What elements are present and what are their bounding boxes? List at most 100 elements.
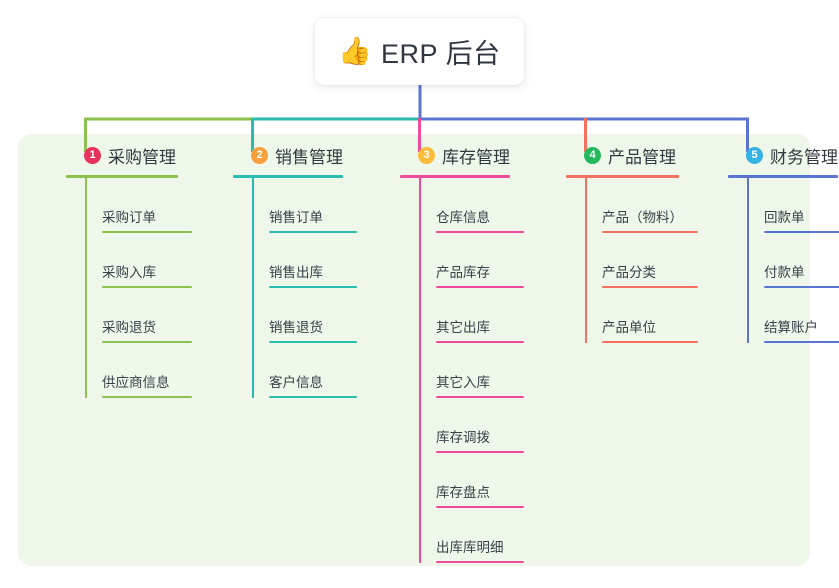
leaf-item-label: 其它入库 (436, 375, 490, 390)
leaf-item-label: 采购入库 (102, 265, 156, 280)
leaf-item-rule (436, 561, 524, 563)
leaf-item-label: 采购退货 (102, 320, 156, 335)
branch-badge-5: 5 (746, 146, 763, 164)
branch-badge-4: 4 (584, 146, 601, 164)
branch-title-5: 财务管理 (770, 147, 838, 167)
leaf-item[interactable]: 仓库信息 (419, 178, 524, 233)
branch-header-3[interactable]: 3 库存管理 (400, 142, 524, 168)
branch-column-2: 2 销售管理销售订单销售出库销售退货客户信息 (233, 142, 357, 398)
leaf-item-rule (102, 286, 192, 288)
leaf-item-label: 产品库存 (436, 265, 490, 280)
leaf-item-label: 采购订单 (102, 210, 156, 225)
leaf-item[interactable]: 出库库明细 (419, 508, 524, 563)
branch-leaf-list: 回款单付款单结算账户 (747, 178, 839, 343)
leaf-item-rule (436, 341, 524, 343)
leaf-item-rule (102, 341, 192, 343)
leaf-item-rule (602, 231, 698, 233)
branch-title-4: 产品管理 (608, 147, 676, 167)
leaf-item-label: 销售出库 (269, 265, 323, 280)
leaf-item-rule (436, 451, 524, 453)
branch-header-rule (66, 175, 178, 178)
leaf-item-rule (436, 396, 524, 398)
branch-title-2: 销售管理 (275, 147, 343, 167)
leaf-item[interactable]: 产品（物料） (585, 178, 698, 233)
branch-leaf-list: 产品（物料） 产品分类产品单位 (585, 178, 698, 343)
leaf-item[interactable]: 采购退货 (85, 288, 192, 343)
leaf-item[interactable]: 库存盘点 (419, 453, 524, 508)
branch-title-3: 库存管理 (442, 147, 510, 167)
branch-spine (585, 178, 587, 343)
branch-leaf-list: 仓库信息产品库存其它出库其它入库库存调拨库存盘点出库库明细 (419, 178, 524, 563)
leaf-item-rule (602, 286, 698, 288)
leaf-item[interactable]: 采购入库 (85, 233, 192, 288)
branch-header-1[interactable]: 1 采购管理 (66, 142, 192, 168)
branch-column-3: 3 库存管理仓库信息产品库存其它出库其它入库库存调拨库存盘点出库库明细 (400, 142, 524, 563)
branch-badge-1: 1 (84, 146, 101, 164)
leaf-item-label: 销售订单 (269, 210, 323, 225)
leaf-item-rule (102, 396, 192, 398)
branch-spine (252, 178, 254, 398)
leaf-item-label: 付款单 (764, 265, 805, 280)
branch-title-1: 采购管理 (108, 147, 176, 167)
leaf-item-rule (602, 341, 698, 343)
leaf-item[interactable]: 客户信息 (252, 343, 357, 398)
leaf-item-label: 出库库明细 (436, 540, 504, 555)
diagram-panel (18, 134, 810, 566)
branch-header-rule (233, 175, 343, 178)
root-node[interactable]: 👍 ERP 后台 (315, 18, 524, 85)
leaf-item[interactable]: 回款单 (747, 178, 839, 233)
leaf-item[interactable]: 库存调拨 (419, 398, 524, 453)
branch-column-4: 4 产品管理产品（物料） 产品分类产品单位 (566, 142, 698, 343)
leaf-item[interactable]: 销售订单 (252, 178, 357, 233)
leaf-item-rule (436, 506, 524, 508)
branch-header-5[interactable]: 5 财务管理 (728, 142, 839, 168)
leaf-item[interactable]: 销售出库 (252, 233, 357, 288)
branch-header-rule (728, 175, 838, 178)
leaf-item-label: 结算账户 (764, 320, 818, 335)
leaf-item[interactable]: 产品单位 (585, 288, 698, 343)
branch-header-4[interactable]: 4 产品管理 (566, 142, 698, 168)
branch-header-rule (566, 175, 679, 178)
branch-column-5: 5 财务管理回款单付款单结算账户 (728, 142, 839, 343)
thumbs-up-icon: 👍 (338, 36, 373, 66)
branch-column-1: 1 采购管理采购订单采购入库采购退货供应商信息 (66, 142, 192, 398)
leaf-item-rule (269, 286, 357, 288)
leaf-item-rule (269, 231, 357, 233)
leaf-item-label: 产品（物料） (602, 210, 683, 225)
leaf-item[interactable]: 供应商信息 (85, 343, 192, 398)
leaf-item[interactable]: 付款单 (747, 233, 839, 288)
leaf-item-rule (102, 231, 192, 233)
branch-spine (747, 178, 749, 343)
leaf-item[interactable]: 结算账户 (747, 288, 839, 343)
leaf-item-label: 供应商信息 (102, 375, 170, 390)
leaf-item-label: 产品单位 (602, 320, 656, 335)
leaf-item[interactable]: 其它入库 (419, 343, 524, 398)
leaf-item-label: 仓库信息 (436, 210, 490, 225)
branch-leaf-list: 销售订单销售出库销售退货客户信息 (252, 178, 357, 398)
branch-leaf-list: 采购订单采购入库采购退货供应商信息 (85, 178, 192, 398)
leaf-item[interactable]: 采购订单 (85, 178, 192, 233)
branch-header-2[interactable]: 2 销售管理 (233, 142, 357, 168)
leaf-item-label: 客户信息 (269, 375, 323, 390)
branch-header-rule (400, 175, 510, 178)
leaf-item[interactable]: 销售退货 (252, 288, 357, 343)
leaf-item-label: 库存调拨 (436, 430, 490, 445)
leaf-item-rule (436, 286, 524, 288)
leaf-item-label: 销售退货 (269, 320, 323, 335)
leaf-item-rule (436, 231, 524, 233)
leaf-item-label: 其它出库 (436, 320, 490, 335)
leaf-item-label: 回款单 (764, 210, 805, 225)
leaf-item[interactable]: 产品库存 (419, 233, 524, 288)
branch-badge-3: 3 (418, 146, 435, 164)
leaf-item-label: 产品分类 (602, 265, 656, 280)
leaf-item[interactable]: 其它出库 (419, 288, 524, 343)
leaf-item[interactable]: 产品分类 (585, 233, 698, 288)
leaf-item-rule (764, 231, 839, 233)
leaf-item-rule (269, 341, 357, 343)
branch-spine (419, 178, 421, 563)
leaf-item-label: 库存盘点 (436, 485, 490, 500)
leaf-item-rule (764, 286, 839, 288)
root-title: ERP 后台 (381, 39, 501, 69)
branch-badge-2: 2 (251, 146, 268, 164)
